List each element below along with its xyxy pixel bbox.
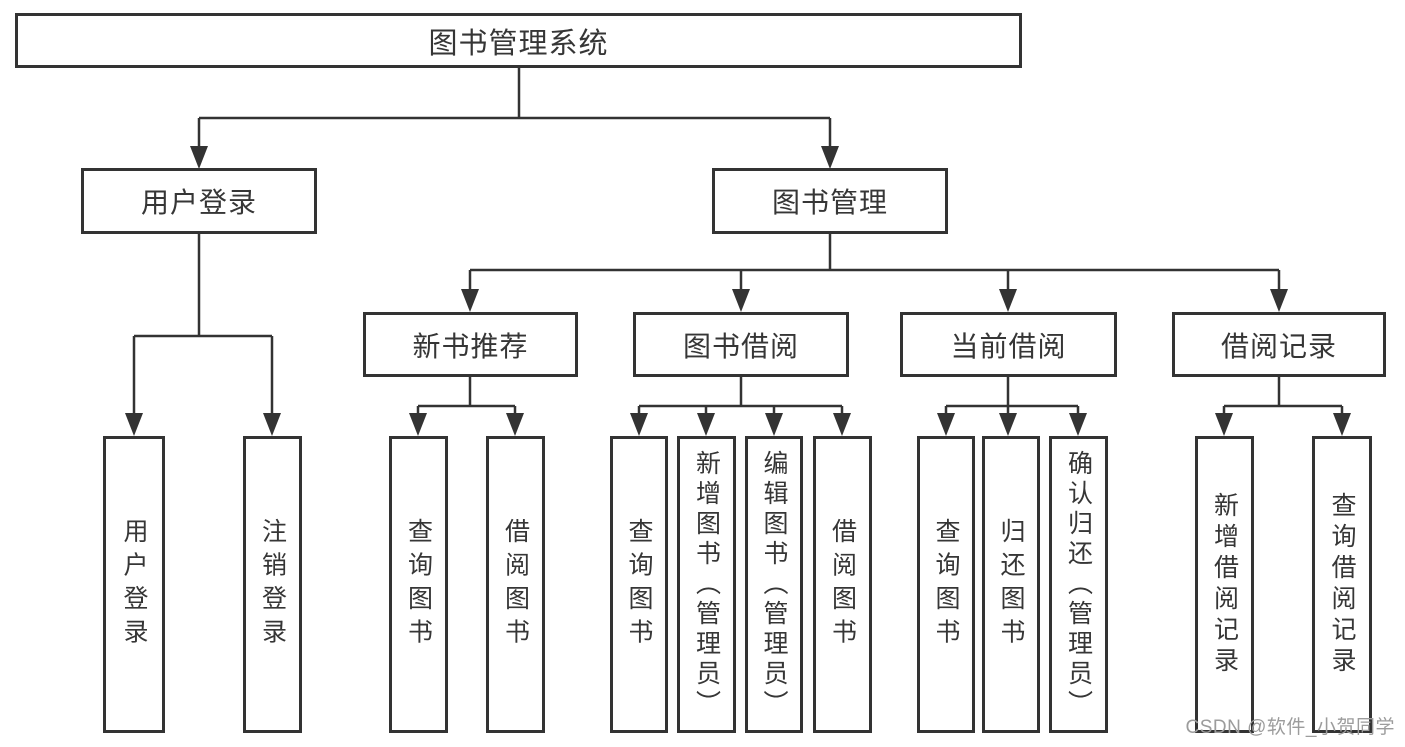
leaf-confirm-return-admin-label: 确认归还（管理员） [1064,449,1093,720]
node-new-book-recommendation: 新书推荐 [363,312,578,377]
node-current-borrowing-label: 当前借阅 [950,330,1067,362]
leaf-user-login: 用户登录 [103,436,165,733]
leaf-return-books: 归还图书 [982,436,1040,733]
leaf-user-login-label: 用户登录 [120,517,148,652]
leaf-query-books-borrowing: 查询图书 [610,436,668,733]
node-library-system-label: 图书管理系统 [428,27,609,60]
watermark: CSDN @软件_小贺同学 [1185,717,1395,738]
node-borrowing-records: 借阅记录 [1172,312,1386,377]
leaf-add-books-admin-label: 新增图书（管理员） [692,449,721,720]
leaf-query-books-recommendation-label: 查询图书 [404,517,433,652]
node-book-borrowing-label: 图书借阅 [682,330,799,362]
leaf-query-books-borrowing-label: 查询图书 [625,517,653,652]
leaf-query-borrow-record-label: 查询借阅记录 [1328,491,1356,678]
leaf-borrow-books-recommendation: 借阅图书 [486,436,545,733]
node-user-login-label: 用户登录 [140,187,257,218]
leaf-return-books-label: 归还图书 [997,517,1025,652]
leaf-borrow-books: 借阅图书 [813,436,872,733]
leaf-logout-label: 注销登录 [258,517,287,652]
node-library-system: 图书管理系统 [15,13,1022,68]
arrowheads [125,146,1351,436]
node-book-management: 图书管理 [712,168,948,234]
node-new-book-recommendation-label: 新书推荐 [412,330,529,362]
leaf-query-books-current-label: 查询图书 [932,517,960,652]
leaf-edit-books-admin: 编辑图书（管理员） [745,436,803,733]
node-book-borrowing: 图书借阅 [633,312,849,377]
node-current-borrowing: 当前借阅 [900,312,1117,377]
leaf-add-books-admin: 新增图书（管理员） [677,436,736,733]
leaf-edit-books-admin-label: 编辑图书（管理员） [760,449,788,720]
leaf-add-borrow-record-label: 新增借阅记录 [1210,491,1239,678]
leaf-confirm-return-admin: 确认归还（管理员） [1049,436,1108,733]
leaf-add-borrow-record: 新增借阅记录 [1195,436,1254,733]
leaf-query-books-current: 查询图书 [917,436,975,733]
node-user-login: 用户登录 [81,168,317,234]
leaf-logout: 注销登录 [243,436,302,733]
leaf-borrow-books-label: 借阅图书 [828,517,857,652]
leaf-query-borrow-record: 查询借阅记录 [1312,436,1372,733]
leaf-borrow-books-recommendation-label: 借阅图书 [501,517,530,652]
node-borrowing-records-label: 借阅记录 [1220,330,1337,362]
node-book-management-label: 图书管理 [771,187,888,218]
leaf-query-books-recommendation: 查询图书 [389,436,448,733]
connector-strokes [132,68,1344,414]
